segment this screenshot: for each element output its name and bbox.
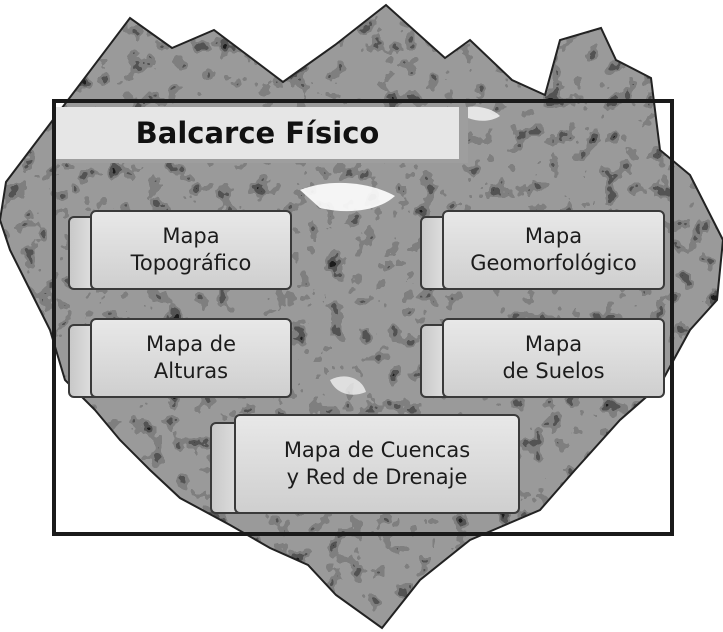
box-label-line: Mapa bbox=[162, 224, 220, 248]
box-mapa-topografico: Mapa Topográfico bbox=[68, 210, 292, 294]
box-label-line: Topográfico bbox=[130, 251, 252, 275]
box-mapa-alturas: Mapa de Alturas bbox=[68, 318, 292, 402]
box-label-line: Mapa de bbox=[145, 332, 237, 356]
box-mapa-suelos: Mapa de Suelos bbox=[420, 318, 665, 402]
diagram-frame bbox=[52, 99, 674, 536]
title-box: Balcarce Físico bbox=[56, 107, 468, 163]
box-label-line: y Red de Drenaje bbox=[286, 465, 468, 489]
box-mapa-geomorfologico: Mapa Geomorfológico bbox=[420, 210, 665, 294]
box-mapa-cuencas: Mapa de Cuencas y Red de Drenaje bbox=[210, 414, 520, 518]
diagram-title: Balcarce Físico bbox=[135, 116, 380, 150]
box-label-line: Alturas bbox=[153, 359, 229, 383]
box-label-line: Mapa de Cuencas bbox=[283, 438, 471, 462]
box-label-line: Mapa bbox=[524, 332, 583, 356]
box-label-line: de Suelos bbox=[502, 359, 605, 383]
box-label-line: Geomorfológico bbox=[470, 251, 637, 275]
box-label-line: Mapa bbox=[524, 224, 583, 248]
